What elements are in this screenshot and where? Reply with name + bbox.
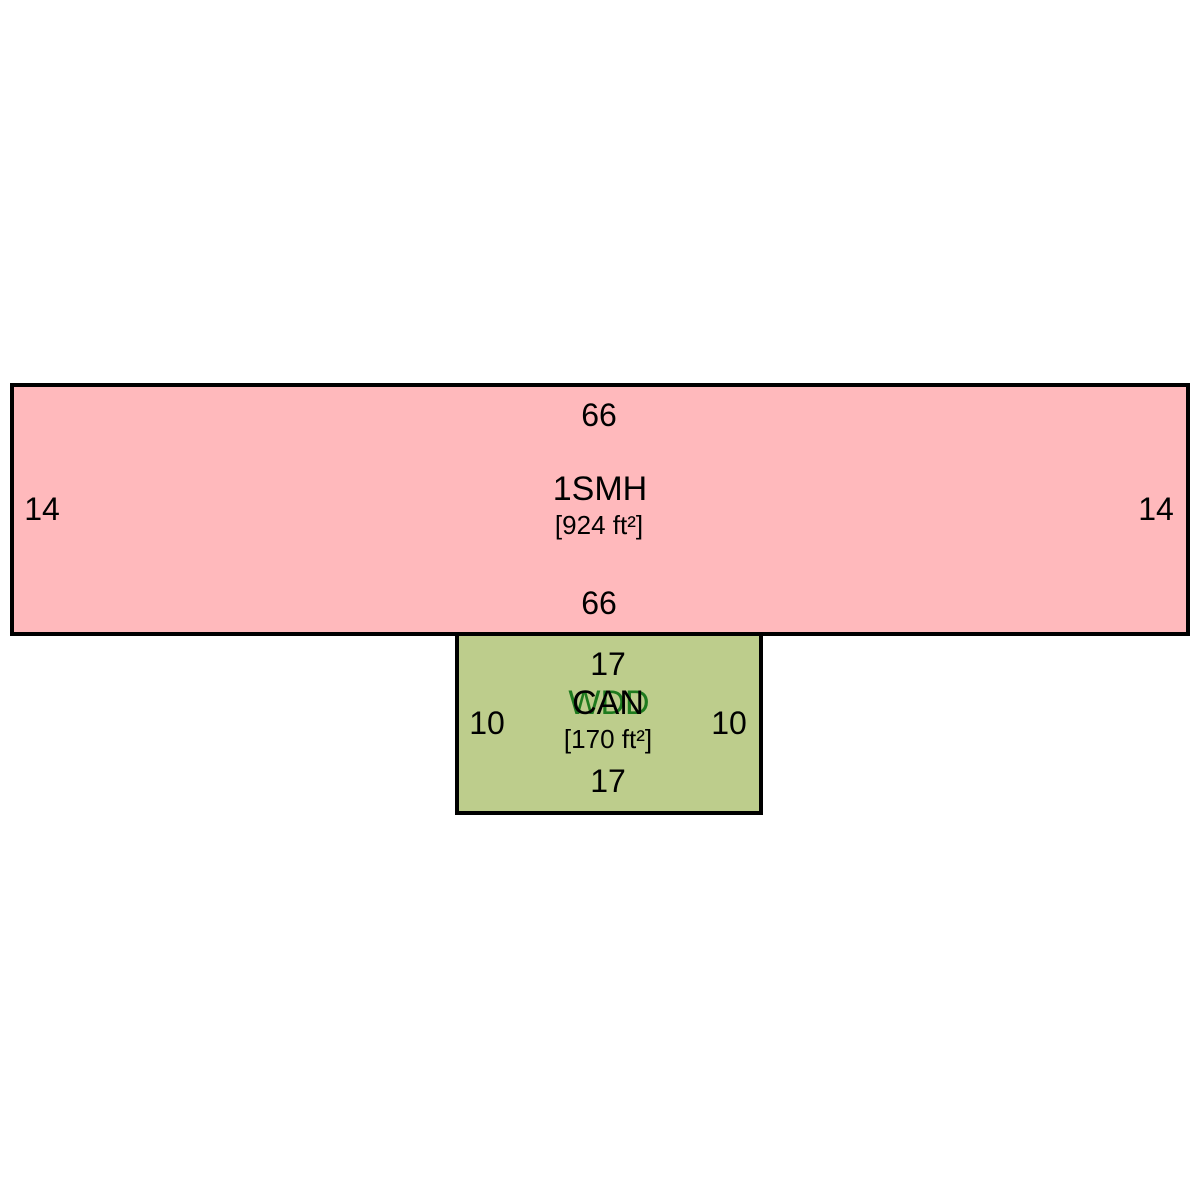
area-1smh-code: 1SMH (553, 470, 647, 508)
area-can-code: CAN (572, 684, 644, 722)
area-can[interactable]: 17 17 10 10 WDD CAN [170 ft²] (455, 632, 763, 815)
area-can-bottom-dimension: 17 (590, 763, 626, 799)
area-can-top-dimension: 17 (590, 646, 626, 682)
area-1smh-bottom-dimension: 66 (581, 585, 617, 621)
area-can-overlay-code: WDD (568, 684, 649, 722)
area-can-size: [170 ft²] (564, 724, 652, 754)
area-can-right-dimension: 10 (711, 705, 747, 741)
area-can-left-dimension: 10 (469, 705, 505, 741)
area-1smh-top-dimension: 66 (581, 397, 617, 433)
area-1smh-size: [924 ft²] (555, 510, 643, 540)
area-can-shape[interactable] (455, 632, 763, 815)
area-1smh-left-dimension: 14 (24, 491, 60, 527)
area-1smh[interactable]: 66 66 14 14 1SMH [924 ft²] (10, 383, 1190, 636)
area-1smh-shape[interactable] (10, 383, 1190, 636)
area-1smh-right-dimension: 14 (1138, 491, 1174, 527)
